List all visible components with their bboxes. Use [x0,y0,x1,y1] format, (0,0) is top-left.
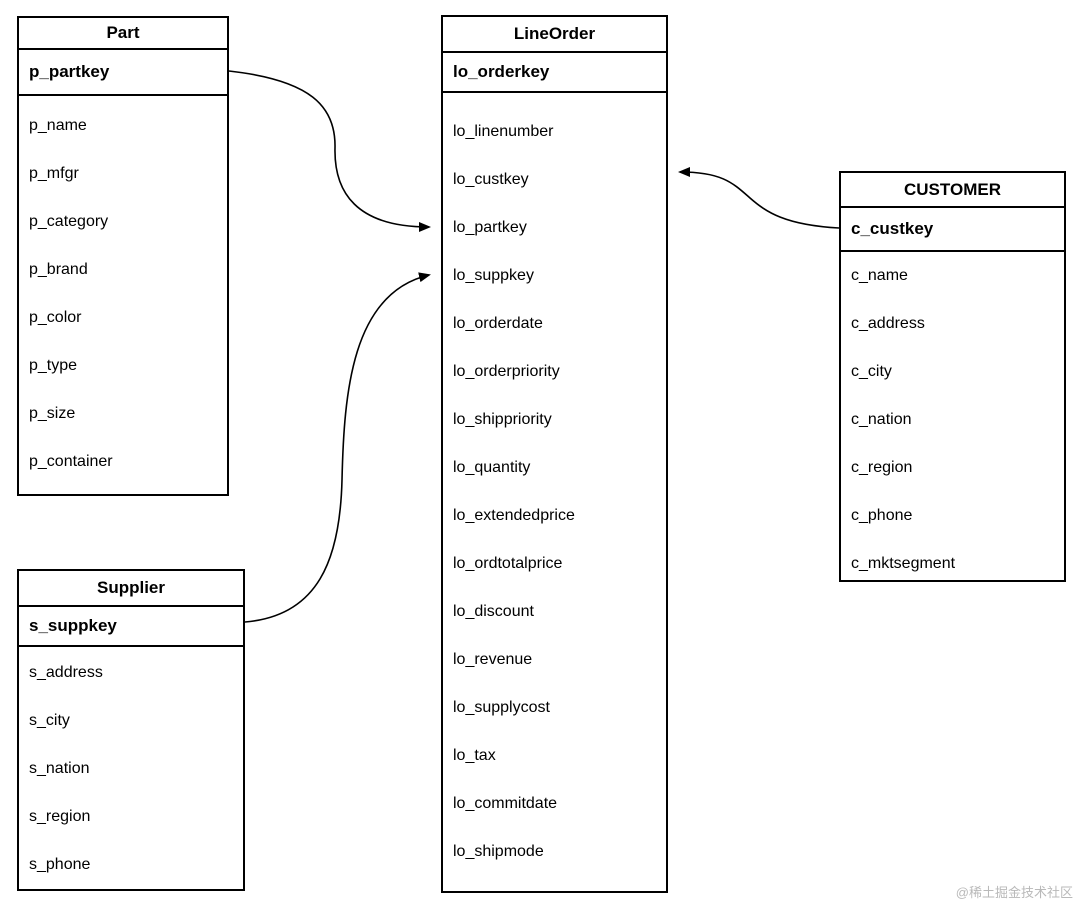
table-title-lineorder: LineOrder [443,17,666,53]
field-row-c-nation: c_nation [851,411,912,428]
field-row-lo-orderdate: lo_orderdate [453,315,543,332]
field-row-c-address: c_address [851,315,925,332]
field-row-c-city: c_city [851,363,892,380]
field-row-lo-revenue: lo_revenue [453,651,533,668]
arrow-customer-custkey-to-lineorder-custkey [678,167,840,229]
entity-table-supplier: Supplier s_suppkey s_address s_city s_nati… [17,569,245,891]
watermark-text: @稀土掘金技术社区 [955,885,1073,900]
field-row-lo-suppkey: lo_suppkey [453,267,534,284]
field-row-lo-commitdate: lo_commitdate [453,795,558,812]
primary-key-lo-orderkey: lo_orderkey [443,53,666,93]
field-row-s-address: s_address [29,664,103,681]
field-row-p-container: p_container [29,453,113,470]
field-row-lo-tax: lo_tax [453,747,496,764]
field-row-p-brand: p_brand [29,261,88,278]
field-row-lo-shipmode: lo_shipmode [453,843,544,860]
field-row-p-color: p_color [29,309,82,326]
field-row-c-phone: c_phone [851,507,913,524]
field-row-lo-ordtotalprice: lo_ordtotalprice [453,555,563,572]
field-row-p-size: p_size [29,405,76,422]
arrow-supplier-suppkey-to-lineorder-suppkey [244,272,431,623]
field-row-lo-supplycost: lo_supplycost [453,699,550,716]
field-row-s-region: s_region [29,808,91,825]
entity-table-lineorder: LineOrder lo_orderkey lo_linenumber lo_cu… [441,15,668,893]
field-row-p-type: p_type [29,357,78,374]
field-row-s-nation: s_nation [29,760,90,777]
field-list-customer: c_name c_address c_city c_nation c_region c_p… [841,252,1064,580]
primary-key-p-partkey: p_partkey [19,50,227,96]
field-row-s-city: s_city [29,712,70,729]
field-row-lo-quantity: lo_quantity [453,459,531,476]
field-row-lo-shippriority: lo_shippriority [453,411,552,428]
field-list-lineorder: lo_linenumber lo_custkey lo_partkey lo_supp… [443,93,666,891]
field-row-c-name: c_name [851,267,908,284]
primary-key-c-custkey: c_custkey [841,208,1064,252]
field-row-lo-custkey: lo_custkey [453,171,529,188]
entity-table-customer: CUSTOMER c_custkey c_name c_address c_city… [839,171,1066,582]
field-row-p-name: p_name [29,117,87,134]
field-row-lo-extendedprice: lo_extendedprice [453,507,575,524]
field-row-p-category: p_category [29,213,109,230]
field-row-p-mfgr: p_mfgr [29,165,79,182]
table-title-supplier: Supplier [19,571,243,607]
field-row-lo-discount: lo_discount [453,603,534,620]
primary-key-s-suppkey: s_suppkey [19,607,243,647]
field-list-supplier: s_address s_city s_nation s_region s_phone [19,647,243,889]
field-row-lo-linenumber: lo_linenumber [453,123,554,140]
field-row-s-phone: s_phone [29,856,91,873]
field-row-c-mktsegment: c_mktsegment [851,555,956,572]
table-title-part: Part [19,18,227,50]
arrow-part-partkey-to-lineorder-partkey [228,70,431,232]
field-list-part: p_name p_mfgr p_category p_brand p_color p_ty… [19,96,227,494]
field-row-lo-orderpriority: lo_orderpriority [453,363,560,380]
table-title-customer: CUSTOMER [841,173,1064,208]
entity-table-part: Part p_partkey p_name p_mfgr p_category p_b… [17,16,229,496]
field-row-lo-partkey: lo_partkey [453,219,527,236]
field-row-c-region: c_region [851,459,913,476]
